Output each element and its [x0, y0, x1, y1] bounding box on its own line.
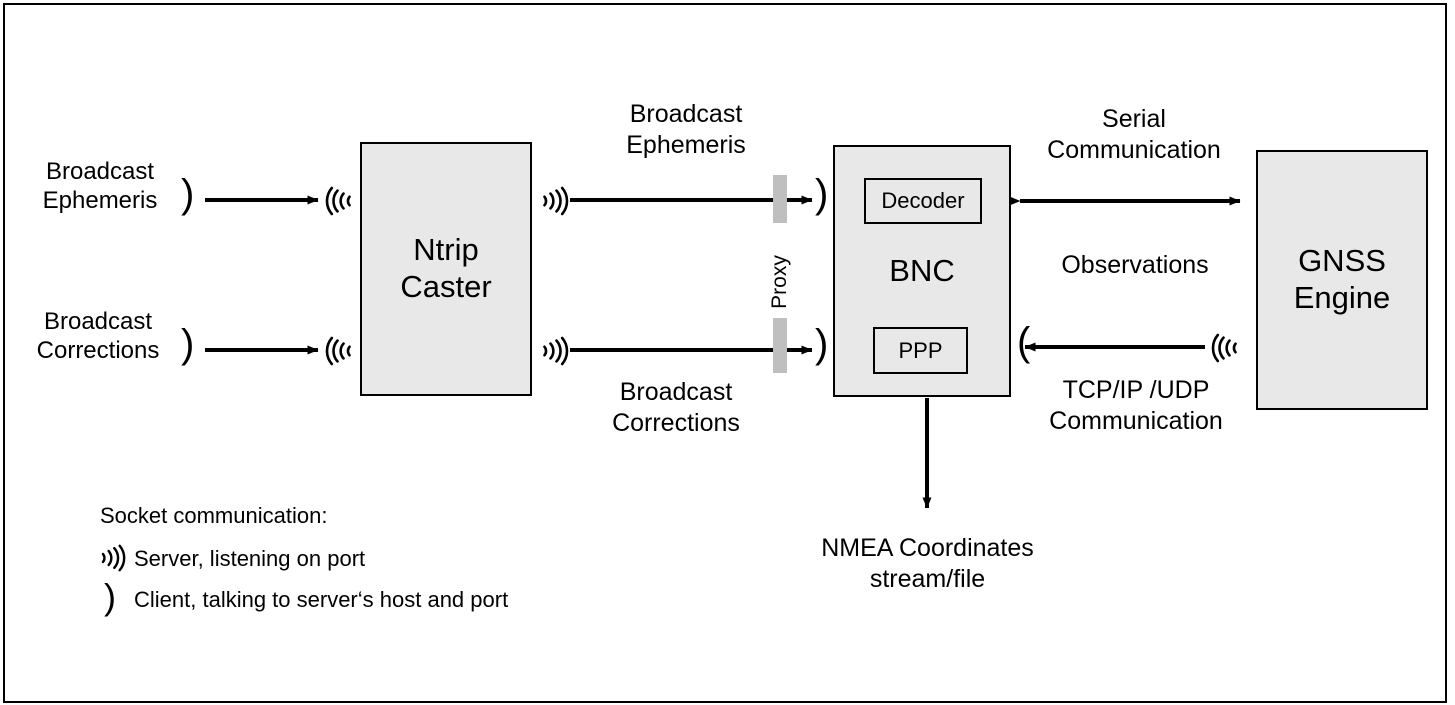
- proxy-label: Proxy: [768, 255, 791, 309]
- client-paren-icon-corrections-in: ): [181, 322, 195, 366]
- proxy-bar-lower: [773, 318, 787, 373]
- server-wave-icon-caster-out-corrections: [543, 336, 569, 366]
- label-mid-ephemeris: Broadcast Ephemeris: [626, 100, 746, 159]
- node-gnss-engine[interactable]: GNSS Engine: [1256, 150, 1428, 410]
- server-wave-icon-caster-out-ephemeris: [543, 186, 569, 216]
- legend-item-server-label: Server, listening on port: [134, 546, 366, 571]
- client-paren-icon-ephemeris-in: ): [181, 172, 195, 216]
- node-decoder[interactable]: Decoder: [864, 178, 982, 224]
- legend-title: Socket communication:: [100, 503, 328, 528]
- ntrip-caster-label: Ntrip Caster: [400, 232, 492, 304]
- label-nmea-output: NMEA Coordinates stream/file: [821, 534, 1034, 593]
- ppp-label: PPP: [898, 337, 943, 363]
- client-paren-icon-bnc-corrections: ): [815, 322, 829, 366]
- server-wave-icon-legend: [101, 544, 126, 572]
- diagram-frame: [3, 3, 1447, 703]
- node-ppp[interactable]: PPP: [873, 327, 968, 374]
- label-input-corrections: Broadcast Corrections: [36, 308, 160, 365]
- label-serial-communication: Serial Communication: [1047, 105, 1221, 164]
- node-ntrip-caster[interactable]: Ntrip Caster: [360, 142, 532, 396]
- server-wave-icon-gnss-observations: [1211, 333, 1237, 363]
- server-wave-icon-caster-in-ephemeris: [325, 186, 351, 216]
- label-tcpip-communication: TCP/IP /UDP Communication: [1049, 376, 1223, 435]
- client-paren-icon-bnc-ephemeris: ): [815, 172, 829, 216]
- proxy-bar-upper: [773, 175, 787, 223]
- label-input-ephemeris: Broadcast Ephemeris: [42, 158, 158, 215]
- client-paren-icon-bnc-observations: (: [1017, 320, 1031, 364]
- legend-item-client-label: Client, talking to server‘s host and por…: [134, 587, 509, 612]
- decoder-label: Decoder: [881, 188, 965, 213]
- label-mid-corrections: Broadcast Corrections: [612, 378, 740, 437]
- server-wave-icon-caster-in-corrections: [325, 336, 351, 366]
- label-observations: Observations: [1061, 251, 1209, 279]
- gnss-engine-label: GNSS Engine: [1293, 243, 1391, 315]
- client-paren-icon-legend: ): [104, 576, 116, 617]
- bnc-label: BNC: [889, 252, 955, 288]
